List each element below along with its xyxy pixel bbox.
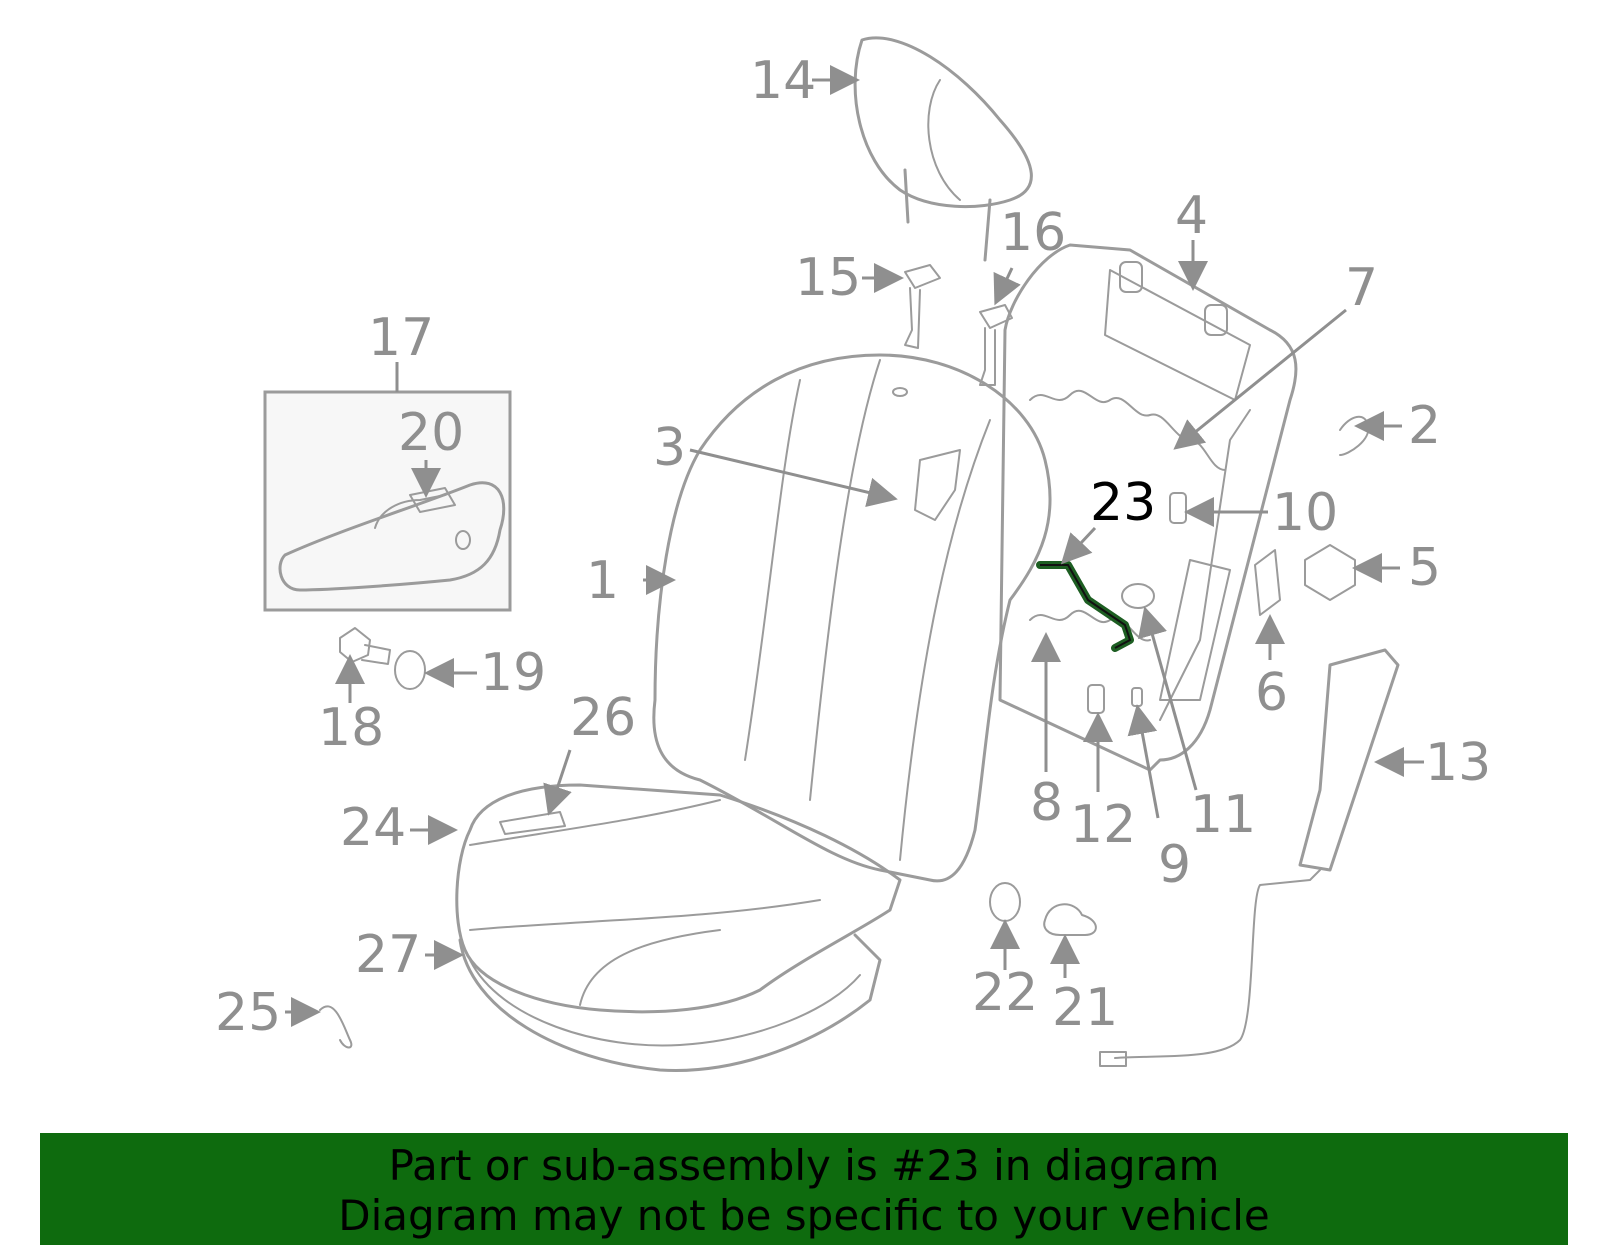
knob-5 — [1304, 544, 1356, 601]
info-banner: Part or sub-assembly is #23 in diagram D… — [40, 1133, 1568, 1245]
plate-6 — [1254, 549, 1281, 616]
callout-27: 27 — [355, 925, 421, 985]
washer-19 — [394, 650, 426, 690]
seat-cushion — [455, 783, 902, 1072]
cap-21 — [1043, 903, 1097, 936]
callout-labels: 14 4 16 15 7 17 2 20 3 23 10 5 1 19 6 26… — [215, 51, 1491, 1043]
side-shield-box — [263, 390, 512, 612]
callout-23: 23 — [1090, 473, 1156, 533]
callout-18: 18 — [318, 698, 384, 758]
callout-4: 4 — [1175, 186, 1208, 246]
callout-9: 9 — [1158, 835, 1191, 895]
callout-3: 3 — [653, 418, 686, 478]
seat-back-cushion — [652, 353, 1052, 883]
bushing-11 — [1121, 583, 1155, 609]
airbag-13 — [1298, 648, 1400, 872]
hook-2 — [1339, 415, 1370, 456]
callout-15: 15 — [795, 248, 861, 308]
callout-25: 25 — [215, 983, 281, 1043]
callout-14: 14 — [750, 51, 816, 111]
callout-22: 22 — [972, 963, 1038, 1023]
connector — [1099, 1051, 1127, 1067]
bolt-18 — [339, 627, 391, 665]
callout-13: 13 — [1425, 733, 1491, 793]
callout-16: 16 — [1000, 203, 1066, 263]
part-23-highlight[interactable] — [1036, 561, 1134, 652]
callout-11: 11 — [1190, 785, 1256, 845]
callout-2: 2 — [1408, 396, 1441, 456]
clip-12 — [1087, 684, 1105, 714]
callout-17: 17 — [368, 308, 434, 368]
callout-21: 21 — [1052, 978, 1118, 1038]
callout-1: 1 — [586, 551, 619, 611]
leader-lines — [285, 65, 1424, 1027]
callout-19: 19 — [480, 643, 546, 703]
callout-5: 5 — [1408, 538, 1441, 598]
guide-15 — [904, 264, 941, 349]
callout-26: 26 — [570, 688, 636, 748]
clip-10 — [1169, 492, 1187, 524]
callout-7: 7 — [1345, 258, 1378, 318]
callout-6: 6 — [1255, 663, 1288, 723]
headrest — [853, 36, 1033, 262]
small-parts — [319, 264, 1400, 1067]
callout-20: 20 — [398, 403, 464, 463]
callout-8: 8 — [1030, 773, 1063, 833]
banner-line-2: Diagram may not be specific to your vehi… — [338, 1191, 1270, 1240]
clip-25 — [319, 1005, 353, 1049]
guide-16 — [979, 304, 1013, 386]
callout-12: 12 — [1070, 795, 1136, 855]
clip-9 — [1131, 687, 1143, 707]
callout-10: 10 — [1272, 483, 1338, 543]
callout-24: 24 — [340, 798, 406, 858]
washer-22 — [989, 882, 1021, 922]
airbag-harness — [1114, 869, 1321, 1059]
banner-line-1: Part or sub-assembly is #23 in diagram — [388, 1141, 1220, 1190]
